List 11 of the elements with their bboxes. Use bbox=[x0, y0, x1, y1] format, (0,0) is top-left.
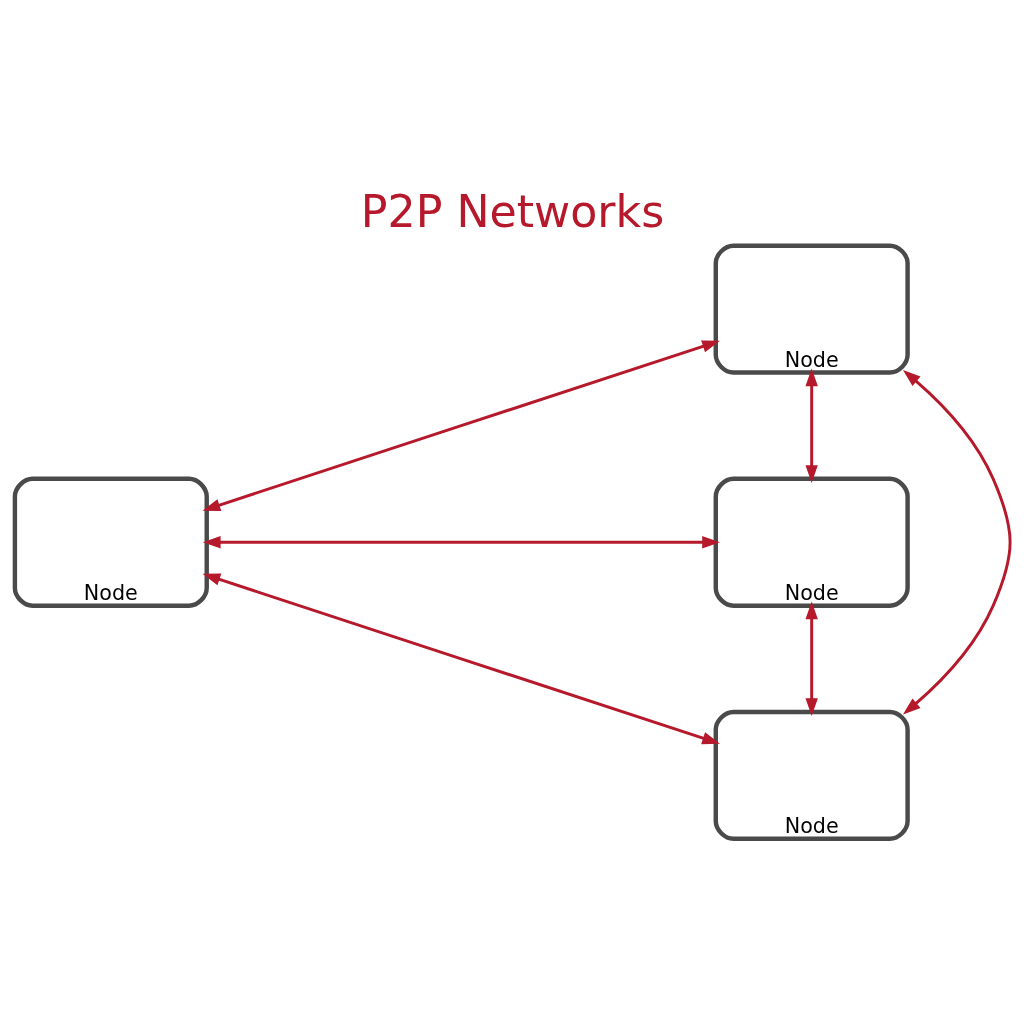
arrow bbox=[202, 340, 720, 512]
node-box: Node bbox=[713, 243, 910, 375]
arrow bbox=[804, 601, 818, 717]
node-box: Node bbox=[713, 709, 910, 842]
node-box: Node bbox=[713, 476, 910, 608]
arrow bbox=[902, 369, 1011, 715]
node-box: Node bbox=[12, 476, 209, 608]
arrow bbox=[202, 573, 720, 745]
arrow bbox=[202, 536, 720, 549]
diagram-title: P2P Networks bbox=[360, 185, 664, 237]
arrow bbox=[804, 368, 818, 483]
